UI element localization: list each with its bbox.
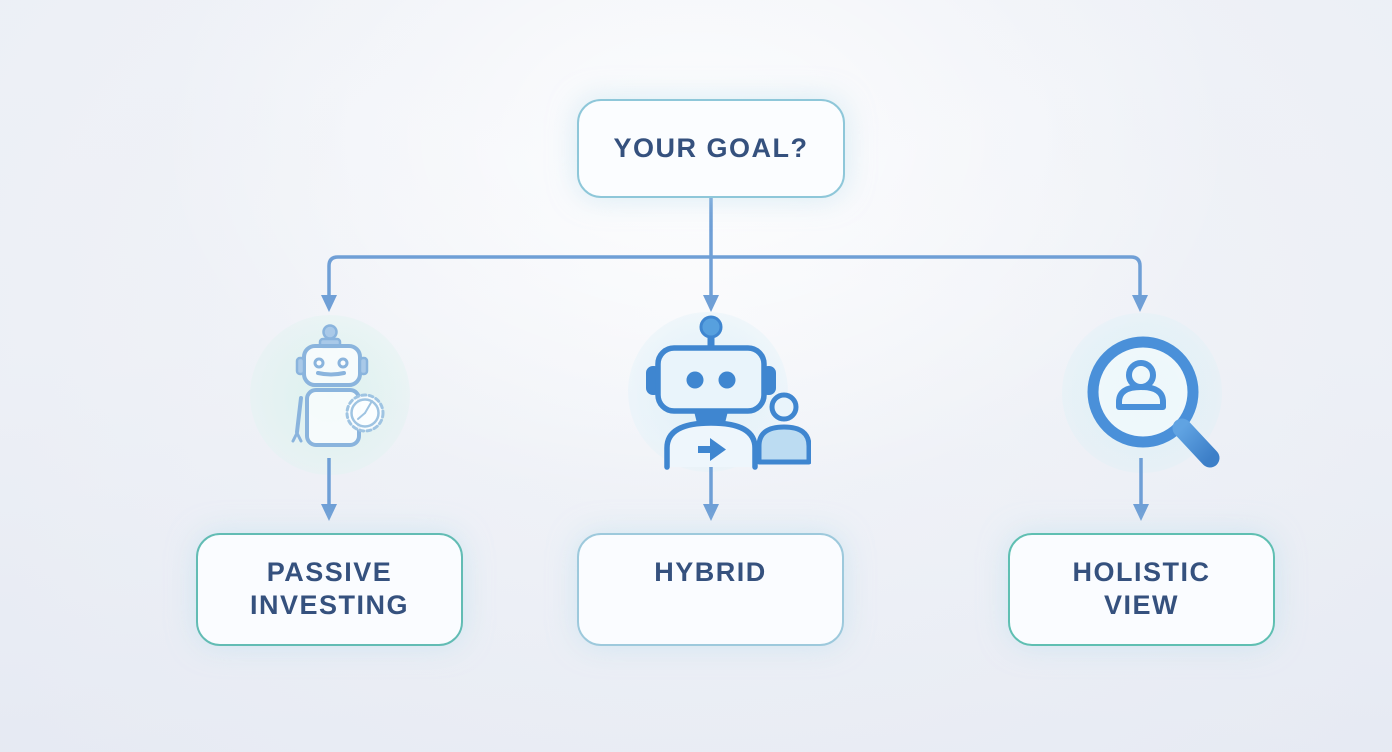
passive-investing-label: PASSIVE INVESTING bbox=[249, 557, 410, 620]
holistic-view-label: HOLISTIC VIEW bbox=[1072, 557, 1211, 620]
leaf-node-hybrid: HYBRID bbox=[577, 533, 844, 646]
hybrid-label: HYBRID bbox=[654, 557, 767, 587]
root-node-label: YOUR GOAL? bbox=[613, 133, 809, 163]
robot-gear-icon bbox=[288, 322, 388, 453]
magnifier-person-icon bbox=[1070, 320, 1220, 475]
robot-person-icon bbox=[645, 315, 812, 478]
root-node-your-goal: YOUR GOAL? bbox=[577, 99, 845, 198]
leaf-node-holistic-view: HOLISTIC VIEW bbox=[1008, 533, 1275, 646]
leaf-node-passive-investing: PASSIVE INVESTING bbox=[196, 533, 463, 646]
